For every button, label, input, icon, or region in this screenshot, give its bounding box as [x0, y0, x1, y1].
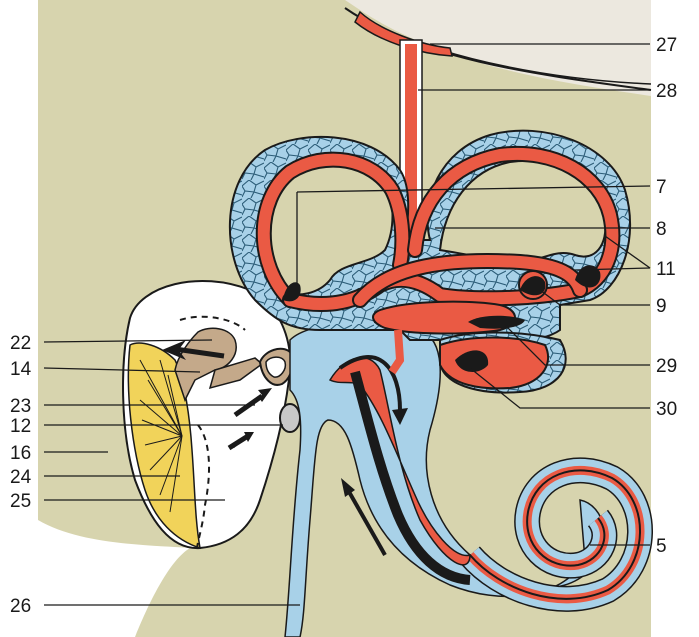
label-14: 14	[10, 359, 32, 380]
label-9: 9	[656, 296, 667, 317]
label-11: 11	[656, 259, 676, 280]
label-12: 12	[10, 416, 31, 437]
label-27: 27	[656, 35, 677, 56]
label-24: 24	[10, 467, 32, 488]
label-7: 7	[656, 177, 667, 198]
label-30: 30	[656, 399, 677, 420]
label-16: 16	[10, 443, 31, 464]
label-25: 25	[10, 491, 31, 512]
label-22: 22	[10, 333, 31, 354]
saccule	[440, 338, 548, 389]
label-26: 26	[10, 596, 31, 617]
round-window	[280, 404, 300, 432]
label-5: 5	[656, 536, 667, 557]
label-23: 23	[10, 396, 31, 417]
label-29: 29	[656, 356, 677, 377]
label-28: 28	[656, 81, 677, 102]
label-8: 8	[656, 219, 667, 240]
